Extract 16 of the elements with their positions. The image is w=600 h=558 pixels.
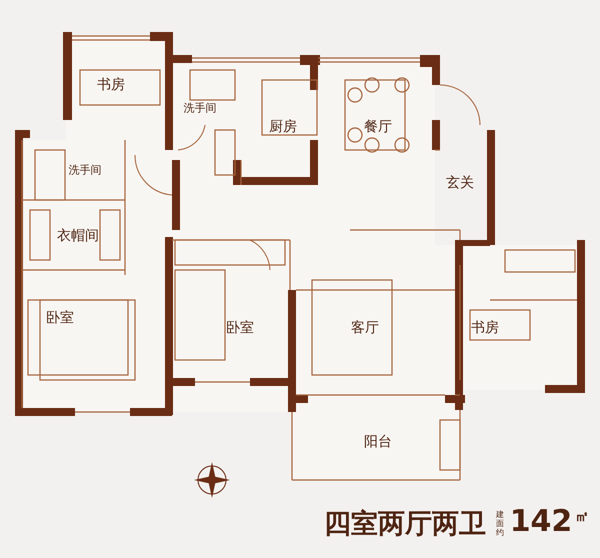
room-label: 卧室 bbox=[226, 321, 254, 335]
room-label: 厨房 bbox=[269, 120, 297, 134]
room-label: 衣帽间 bbox=[57, 229, 99, 243]
area-caption: 建面约 bbox=[496, 510, 504, 538]
room-label: 卧室 bbox=[46, 311, 74, 325]
room-label: 书房 bbox=[97, 78, 125, 92]
room-label: 阳台 bbox=[364, 435, 392, 449]
area-unit: ㎡ bbox=[575, 510, 589, 524]
room-label: 洗手间 bbox=[68, 164, 102, 176]
room-label: 餐厅 bbox=[364, 120, 392, 134]
layout-title: 四室两厅两卫 bbox=[324, 510, 486, 538]
area-value: 142 bbox=[510, 507, 572, 537]
room-label: 书房 bbox=[471, 321, 499, 335]
room-label: 客厅 bbox=[351, 321, 379, 335]
room-label: 洗手间 bbox=[184, 102, 216, 114]
room-label: 玄关 bbox=[446, 176, 474, 190]
